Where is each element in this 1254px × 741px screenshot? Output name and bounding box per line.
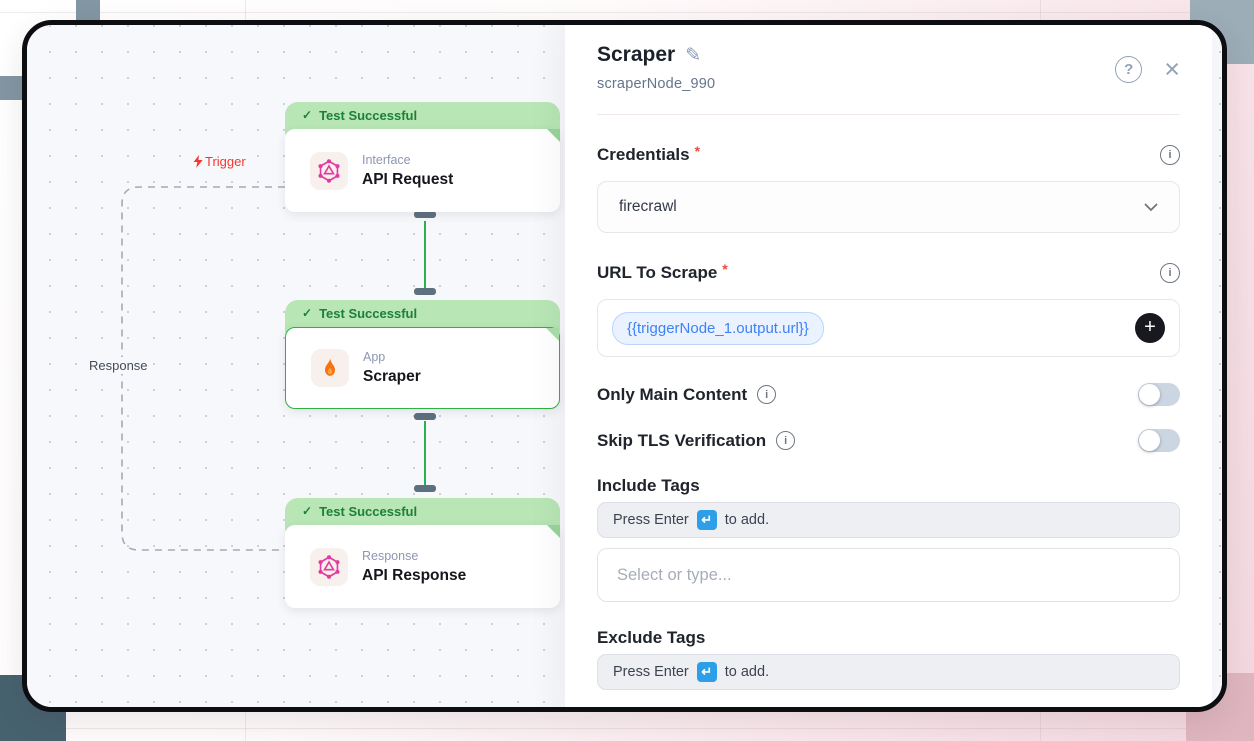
panel-header: Scraper ✎ scraperNode_990 ? × (597, 43, 1180, 115)
skip-tls-toggle[interactable] (1138, 429, 1180, 452)
connector-handle[interactable] (414, 288, 436, 295)
banner-fold (546, 328, 559, 341)
response-node-icon (310, 547, 348, 586)
hint-text: Press Enter (613, 512, 689, 528)
node-api-request[interactable]: ✓ Test Successful Interface API Req (285, 102, 560, 212)
exclude-tags-hint: Press Enter ↵ to add. (597, 654, 1180, 690)
hint-text: to add. (724, 512, 770, 528)
panel-title: Scraper (597, 43, 676, 66)
only-main-content-label: Only Main Content (597, 384, 748, 404)
include-tags-label: Include Tags (597, 476, 700, 495)
lightning-icon (193, 155, 203, 168)
hint-text: Press Enter (613, 664, 689, 680)
enter-key-icon: ↵ (696, 662, 717, 682)
include-tags-input[interactable] (597, 548, 1180, 602)
credentials-select[interactable]: firecrawl (597, 181, 1180, 233)
node-card[interactable]: Response API Response (285, 525, 560, 608)
credentials-label: Credentials (597, 145, 690, 164)
exclude-tags-label: Exclude Tags (597, 628, 706, 647)
url-input[interactable]: {{triggerNode_1.output.url}} + (597, 299, 1180, 357)
trigger-edge-text: Trigger (205, 154, 246, 169)
node-kind-label: Interface (362, 152, 411, 167)
include-tags-hint: Press Enter ↵ to add. (597, 502, 1180, 538)
add-variable-button[interactable]: + (1135, 313, 1165, 343)
connector-line (424, 421, 426, 488)
node-kind-label: App (363, 350, 386, 364)
required-asterisk: * (694, 143, 701, 159)
node-kind-label: Response (362, 548, 419, 563)
node-status-text: Test Successful (319, 108, 418, 123)
toggle-knob (1139, 384, 1160, 405)
connector-handle[interactable] (414, 413, 436, 420)
workflow-window: Trigger Response ✓ Test Successful (22, 20, 1227, 712)
node-config-panel: Scraper ✎ scraperNode_990 ? × Credential… (565, 25, 1212, 707)
connector-handle[interactable] (414, 211, 436, 218)
node-status-text: Test Successful (319, 306, 418, 321)
response-edge-label: Response (86, 357, 151, 374)
close-icon[interactable]: × (1164, 54, 1180, 84)
trigger-response-edge (121, 186, 285, 551)
connector-line (424, 221, 426, 291)
node-card[interactable]: Interface API Request (285, 129, 560, 212)
info-icon[interactable]: i (776, 431, 796, 450)
only-main-content-toggle[interactable] (1138, 383, 1180, 406)
node-id-label: scraperNode_990 (597, 76, 716, 92)
info-icon[interactable]: i (1160, 263, 1180, 283)
check-icon: ✓ (302, 504, 313, 518)
node-scraper[interactable]: ✓ Test Successful App Scraper (285, 300, 560, 409)
skip-tls-label: Skip TLS Verification (597, 430, 767, 450)
chevron-down-icon (1144, 203, 1158, 211)
flame-icon (311, 349, 349, 387)
interface-node-icon (310, 151, 348, 190)
background-gridline (0, 728, 1254, 729)
url-label: URL To Scrape (597, 263, 718, 282)
node-card-selected[interactable]: App Scraper (285, 327, 560, 409)
hint-text: to add. (724, 664, 770, 680)
edit-title-icon[interactable]: ✎ (685, 44, 702, 66)
credentials-value: firecrawl (619, 198, 677, 215)
toggle-knob (1139, 430, 1160, 451)
help-icon[interactable]: ? (1115, 56, 1143, 83)
required-asterisk: * (722, 261, 728, 277)
url-variable-chip[interactable]: {{triggerNode_1.output.url}} (612, 311, 824, 345)
background-gridline (0, 12, 1254, 13)
node-name: Scraper (363, 368, 421, 385)
enter-key-icon: ↵ (696, 510, 717, 530)
connector-handle[interactable] (414, 485, 436, 492)
check-icon: ✓ (302, 306, 313, 320)
trigger-edge-label: Trigger (190, 153, 249, 170)
node-api-response[interactable]: ✓ Test Successful Response API Resp (285, 498, 560, 608)
info-icon[interactable]: i (1160, 145, 1180, 165)
node-name: API Request (362, 170, 454, 188)
check-icon: ✓ (302, 108, 313, 122)
node-name: API Response (362, 566, 467, 584)
banner-fold (547, 129, 560, 142)
node-status-text: Test Successful (319, 504, 418, 519)
info-icon[interactable]: i (757, 385, 777, 404)
banner-fold (547, 525, 560, 538)
